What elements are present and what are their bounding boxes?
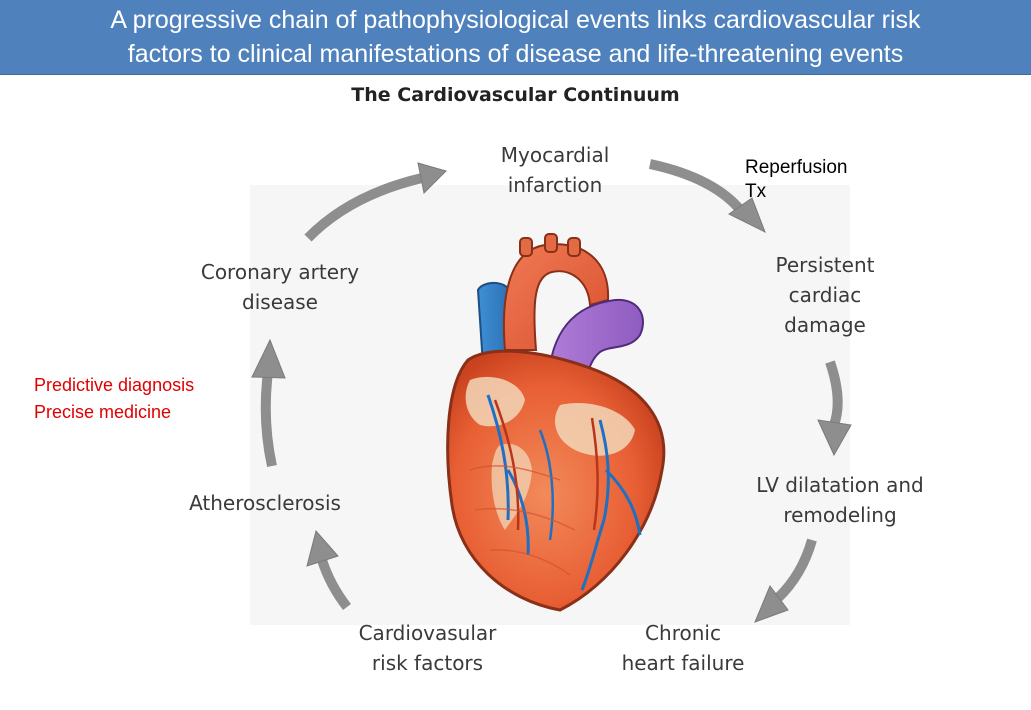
- arrow-cad-to-mi: [304, 162, 447, 242]
- stage-label-line: Chronic: [645, 621, 721, 645]
- stage-label-line: Persistent: [775, 253, 875, 277]
- stage-persistent-damage: Persistent cardiac damage: [745, 250, 905, 340]
- note-line: Tx: [745, 181, 767, 202]
- heart-illustration: [446, 233, 666, 612]
- arrow-mi-to-persistent: [648, 159, 766, 234]
- banner-line-2: factors to clinical manifestations of di…: [127, 40, 904, 68]
- note-line: Reperfusion: [745, 157, 848, 178]
- stage-label-line: infarction: [507, 173, 603, 197]
- stage-label-line: Cardiovasular: [358, 621, 497, 645]
- stage-risk-factors: Cardiovasular risk factors: [335, 618, 520, 678]
- banner-line-1: A progressive chain of pathophysiologica…: [110, 6, 921, 34]
- predictive-note: Predictive diagnosis Precise medicine: [34, 372, 194, 426]
- stage-chronic-heart-failure: Chronic heart failure: [598, 618, 768, 678]
- arrow-athero-to-cad: [251, 338, 286, 468]
- stage-label-line: damage: [784, 313, 866, 337]
- stage-label-line: remodeling: [783, 503, 897, 527]
- stage-label-line: LV dilatation and: [756, 473, 924, 497]
- stage-atherosclerosis: Atherosclerosis: [160, 488, 370, 518]
- stage-label-line: Coronary artery: [200, 260, 360, 284]
- stage-lv-dilatation: LV dilatation and remodeling: [725, 470, 955, 530]
- stage-label-line: risk factors: [371, 651, 484, 675]
- stage-label-line: Myocardial: [500, 143, 610, 167]
- stage-label-line: heart failure: [621, 651, 745, 675]
- stage-myocardial-infarction: Myocardial infarction: [470, 140, 640, 200]
- reperfusion-note: Reperfusion Tx: [745, 156, 847, 204]
- arrow-lv-to-chf: [754, 538, 817, 623]
- note-line: Predictive diagnosis: [34, 375, 195, 395]
- stage-label-line: cardiac: [788, 283, 862, 307]
- arrow-persistent-to-lv: [817, 360, 852, 457]
- diagram-title: The Cardiovascular Continuum: [351, 84, 680, 106]
- stage-coronary-artery-disease: Coronary artery disease: [175, 257, 385, 317]
- title-banner: A progressive chain of pathophysiologica…: [0, 0, 1031, 75]
- arrow-risk-to-athero: [306, 529, 351, 611]
- stage-label-line: Atherosclerosis: [189, 491, 341, 515]
- stage-label-line: disease: [242, 290, 318, 314]
- note-line: Precise medicine: [34, 402, 172, 422]
